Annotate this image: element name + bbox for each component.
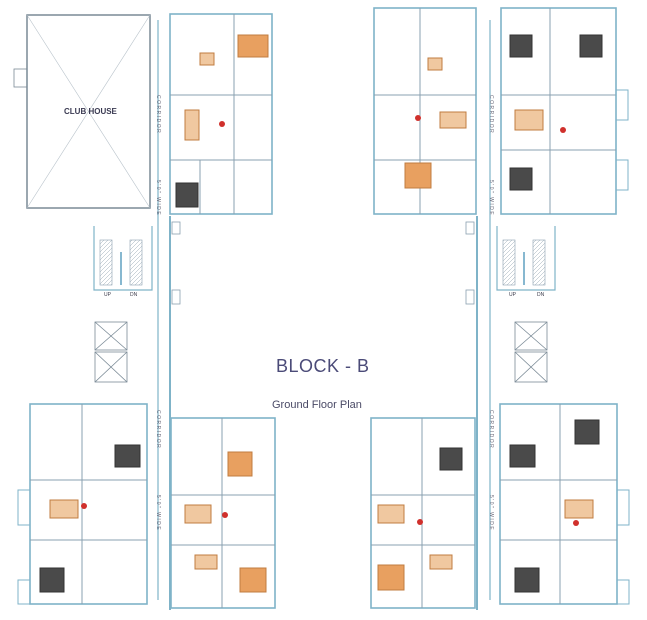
stair-down-label: DN bbox=[537, 292, 545, 298]
flat-bottom-mid-left bbox=[170, 417, 276, 609]
staircase-right bbox=[496, 226, 556, 291]
corridor-label: CORRIDOR bbox=[155, 95, 161, 135]
plan-subtitle: Ground Floor Plan bbox=[272, 399, 362, 411]
flat-top-left bbox=[169, 13, 273, 215]
corridor-width-label: 5'0" WIDE bbox=[155, 495, 161, 532]
block-title: BLOCK - B bbox=[276, 356, 370, 376]
staircase-left bbox=[93, 226, 153, 291]
corridor-width-label: 5'0" WIDE bbox=[488, 495, 494, 532]
club-house bbox=[13, 14, 151, 209]
stair-up-label: UP bbox=[509, 292, 516, 298]
flat-bottom-right bbox=[499, 403, 630, 605]
flat-bottom-mid-right bbox=[370, 417, 476, 609]
corridor-label: CORRIDOR bbox=[488, 410, 494, 450]
central-corridor bbox=[157, 20, 491, 610]
flat-bottom-left bbox=[17, 403, 148, 605]
lift-shaft-left bbox=[94, 321, 128, 383]
corridor-width-label: 5'0" WIDE bbox=[155, 180, 161, 217]
corridor-label: CORRIDOR bbox=[488, 95, 494, 135]
lift-shaft-right bbox=[514, 321, 548, 383]
club-house-label: CLUB HOUSE bbox=[64, 107, 117, 116]
flat-top-right bbox=[373, 7, 477, 215]
corridor-label: CORRIDOR bbox=[155, 410, 161, 450]
stair-down-label: DN bbox=[130, 292, 138, 298]
flat-top-far-right bbox=[500, 7, 629, 215]
corridor-width-label: 5'0" WIDE bbox=[488, 180, 494, 217]
stair-up-label: UP bbox=[104, 292, 111, 298]
